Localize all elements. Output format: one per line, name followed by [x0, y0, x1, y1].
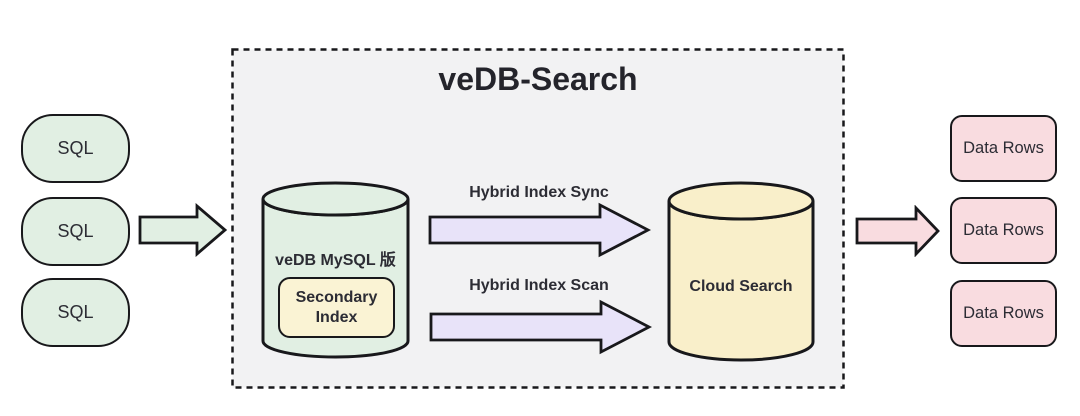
panel-title: veDB-Search: [438, 61, 638, 97]
hybrid-index-sync-arrow-icon: [428, 202, 651, 258]
sql-node: SQL: [21, 197, 130, 266]
cloud-search-cylinder-icon: [667, 181, 815, 362]
data-rows-box: Data Rows: [950, 115, 1057, 182]
sql-node: SQL: [21, 114, 130, 183]
secondary-index-box: Secondary Index: [278, 277, 395, 338]
hybrid-index-scan-arrow-icon: [429, 299, 652, 355]
output-arrow-icon: [855, 205, 940, 257]
data-rows-box: Data Rows: [950, 197, 1057, 264]
vedb-mysql-label: veDB MySQL 版: [275, 252, 396, 269]
data-rows-box: Data Rows: [950, 280, 1057, 347]
cloud-search-label: Cloud Search: [689, 278, 793, 295]
hybrid-index-scan-label: Hybrid Index Scan: [469, 277, 609, 294]
sql-node: SQL: [21, 278, 130, 347]
ingest-arrow-icon: [138, 203, 228, 257]
hybrid-index-sync-label: Hybrid Index Sync: [469, 184, 609, 201]
